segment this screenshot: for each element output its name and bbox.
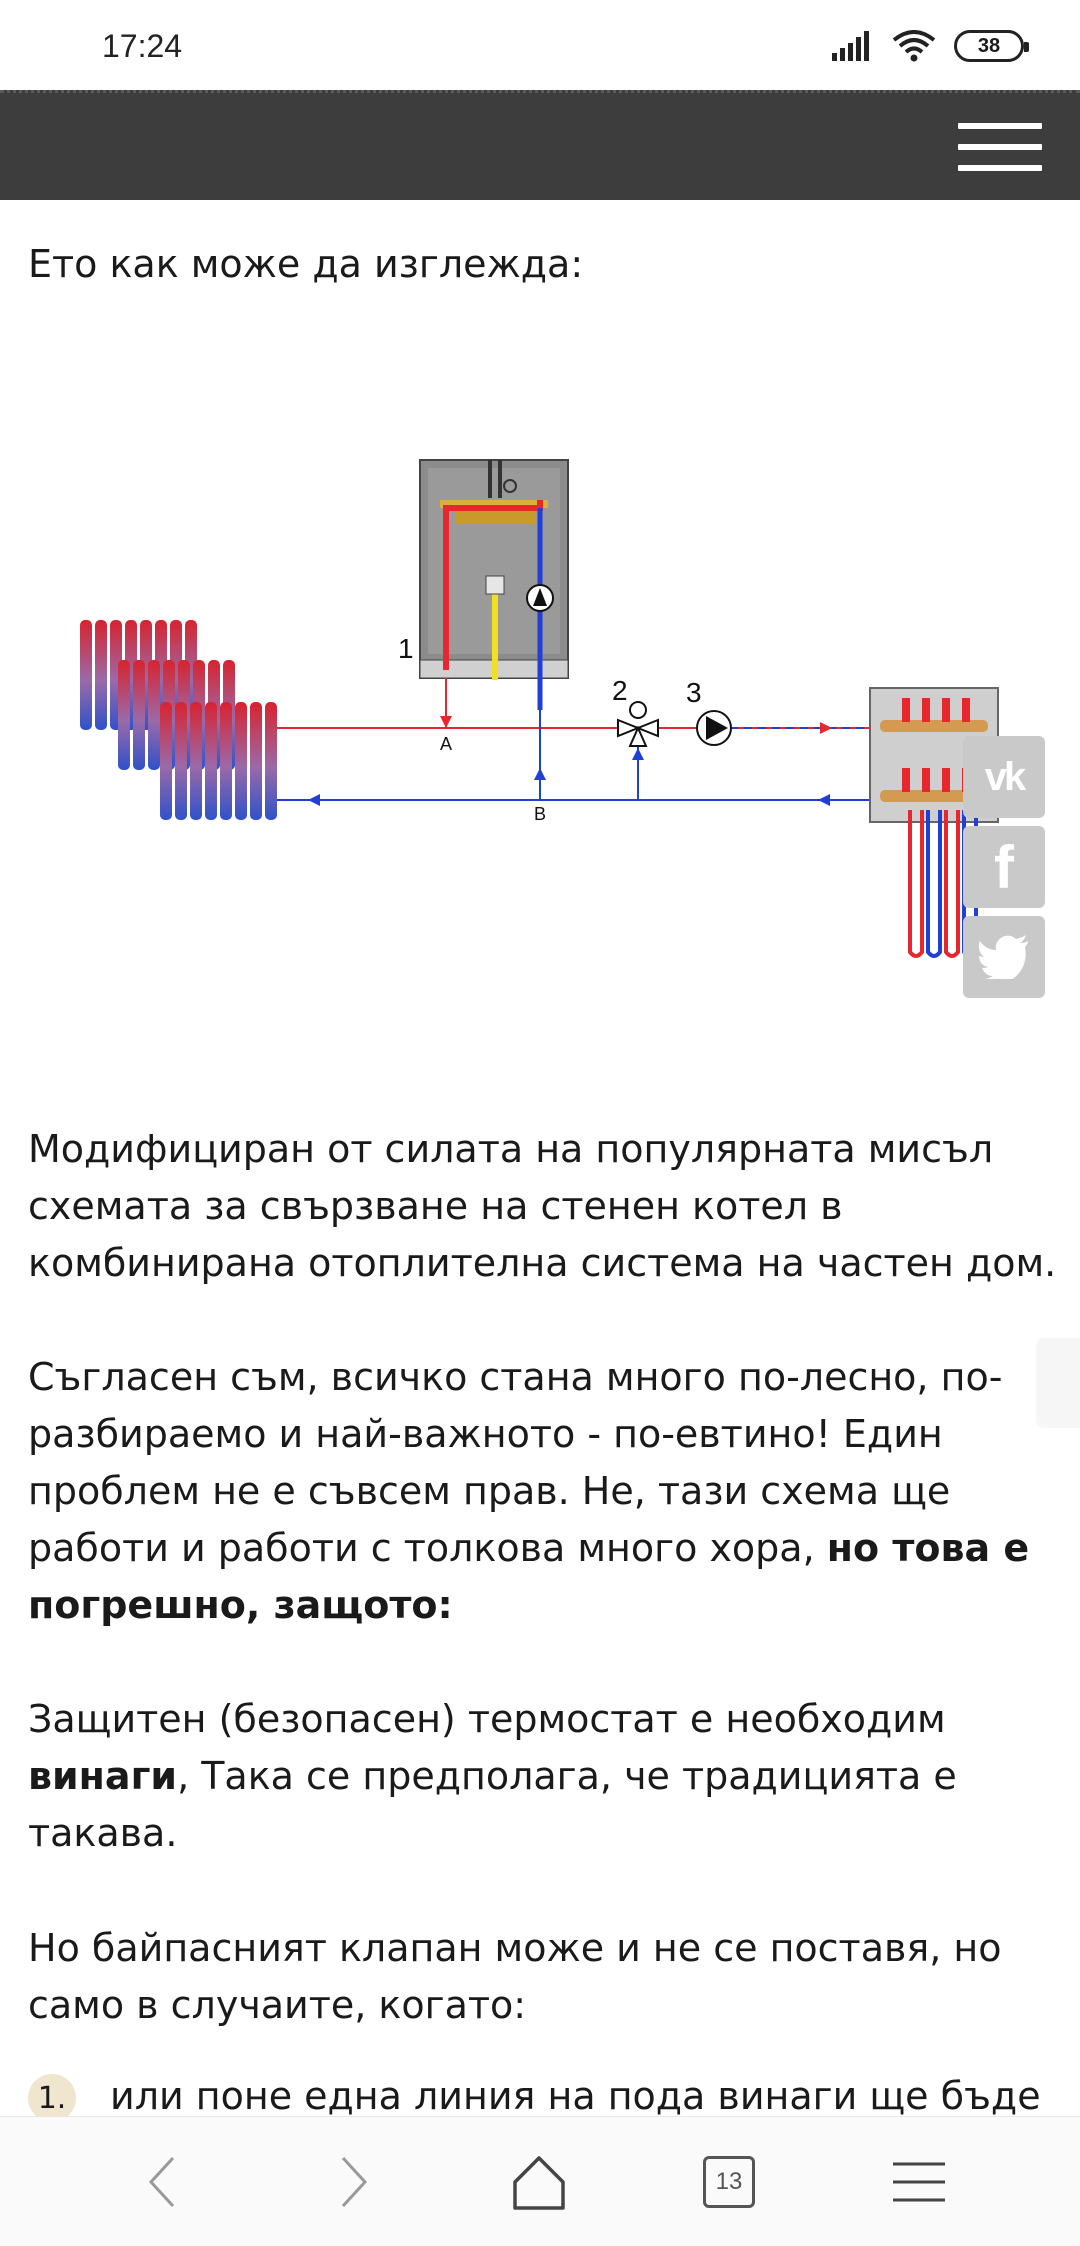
label-b: B	[534, 804, 546, 824]
list-item-text: или поне една линия на пода винаги ще бъ…	[110, 2074, 1041, 2118]
label-1: 1	[398, 633, 414, 664]
label-a: A	[440, 734, 452, 754]
scroll-handle[interactable]	[1036, 1338, 1080, 1428]
forward-arrow-icon	[341, 2156, 368, 2208]
home-button[interactable]	[504, 2147, 574, 2217]
vk-share-button[interactable]: vk	[963, 736, 1045, 818]
radiator-3	[160, 702, 277, 820]
circulation-pump: 3	[686, 677, 732, 746]
vk-icon: vk	[984, 754, 1026, 799]
facebook-icon: f	[994, 833, 1014, 901]
hamburger-menu-icon[interactable]	[958, 123, 1042, 171]
battery-icon: 38	[954, 30, 1029, 62]
battery-level: 38	[977, 34, 1001, 57]
signal-icon	[832, 31, 869, 61]
label-3: 3	[686, 677, 702, 708]
radiator-group	[80, 620, 277, 820]
heating-scheme-diagram: 1 A B 2 3	[80, 459, 999, 958]
twitter-icon	[978, 935, 1028, 979]
supply-line: A	[277, 678, 872, 754]
paragraph-3-after: , Така се предполага, че традицията е та…	[28, 1754, 957, 1855]
paragraph-2-text: Съгласен съм, всичко стана много по-лесн…	[28, 1355, 1003, 1570]
paragraph-3-before: Защитен (безопасен) термостат е необходи…	[28, 1697, 946, 1741]
twitter-share-button[interactable]	[963, 916, 1045, 998]
status-icons: 38	[832, 30, 1029, 62]
menu-icon	[893, 2162, 945, 2202]
browser-bottom-nav: 13	[0, 2116, 1080, 2246]
status-time: 17:24	[102, 28, 183, 64]
boiler: 1	[398, 459, 569, 710]
tabs-count: 13	[715, 2168, 743, 2195]
mixing-valve: 2	[612, 675, 659, 747]
back-arrow-icon	[148, 2156, 175, 2208]
paragraph-2: Съгласен съм, всичко стана много по-лесн…	[28, 1349, 1038, 1634]
site-header	[0, 90, 1080, 200]
tabs-icon: 13	[703, 2156, 755, 2208]
paragraph-4: Но байпасният клапан може и не се постав…	[28, 1926, 1002, 2027]
return-line: B	[277, 678, 872, 824]
status-bar: 17:24 38	[0, 0, 1080, 90]
paragraph-1: Модифициран от силата на популярната мис…	[28, 1127, 1057, 1285]
list-number: 1.	[28, 2074, 76, 2122]
paragraph-3-bold: винаги	[28, 1754, 178, 1798]
paragraph-3: Защитен (безопасен) термостат е необходи…	[28, 1691, 1038, 1862]
home-icon	[513, 2156, 565, 2210]
back-button[interactable]	[128, 2147, 198, 2217]
forward-button[interactable]	[318, 2147, 388, 2217]
facebook-share-button[interactable]: f	[963, 826, 1045, 908]
paragraph-2-bold: но това е погрешно, защото:	[28, 1526, 1030, 1627]
intro-text: Ето как може да изглежда:	[28, 242, 584, 286]
list-item: 1. или поне една линия на пода винаги ще…	[28, 2068, 1068, 2125]
wifi-icon	[892, 30, 936, 62]
label-2: 2	[612, 675, 628, 706]
menu-button[interactable]	[884, 2147, 954, 2217]
tabs-button[interactable]: 13	[694, 2147, 764, 2217]
